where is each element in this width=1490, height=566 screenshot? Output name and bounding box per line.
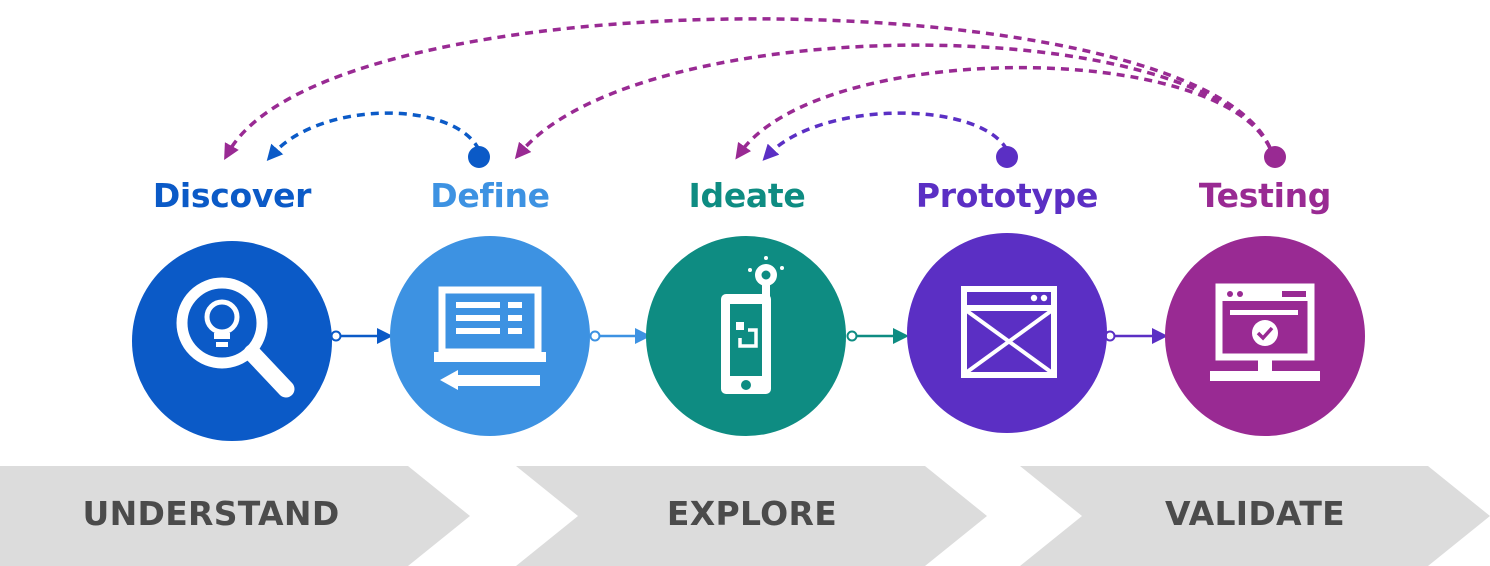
connector-discover-define bbox=[330, 328, 393, 344]
stage-title-ideate: Ideate bbox=[688, 176, 806, 215]
stage-circle-define bbox=[390, 236, 590, 436]
phase-label-explore: EXPLORE bbox=[666, 494, 838, 533]
phase-chevron-explore bbox=[516, 466, 987, 566]
stage-title-testing: Testing bbox=[1198, 176, 1332, 215]
feedback-arc-define-to-discover bbox=[266, 111, 481, 162]
feedback-arc-testing-to-ideate bbox=[735, 65, 1272, 160]
connector-prototype-testing bbox=[1104, 328, 1168, 344]
arc-origin-dot-prototype bbox=[996, 146, 1018, 168]
stage-circle-discover bbox=[132, 241, 332, 441]
arc-origin-dot-define bbox=[468, 146, 490, 168]
phase-label-understand: UNDERSTAND bbox=[82, 494, 340, 533]
arc-origin-dot-testing bbox=[1264, 146, 1286, 168]
stage-title-discover: Discover bbox=[152, 176, 312, 215]
laptop-document-icon bbox=[434, 286, 546, 390]
magnifier-lightbulb-icon bbox=[176, 277, 295, 398]
stage-title-prototype: Prototype bbox=[915, 176, 1099, 215]
feedback-arc-prototype-to-ideate bbox=[762, 111, 1009, 161]
phase-label-validate: VALIDATE bbox=[1165, 494, 1345, 533]
phase-chevron-understand bbox=[0, 466, 470, 566]
monitor-check-icon bbox=[1210, 283, 1320, 381]
connector-ideate-prototype bbox=[846, 328, 909, 344]
phone-idea-icon bbox=[721, 256, 784, 394]
wireframe-window-icon bbox=[961, 286, 1057, 378]
stage-circle-prototype bbox=[907, 233, 1107, 433]
phase-chevron-validate bbox=[1020, 466, 1490, 566]
connector-define-ideate bbox=[589, 328, 651, 344]
feedback-arc-testing-to-discover bbox=[224, 17, 1272, 160]
stage-circle-testing bbox=[1165, 236, 1365, 436]
stage-circle-ideate bbox=[646, 236, 846, 436]
stage-title-define: Define bbox=[430, 176, 550, 215]
feedback-arc-testing-to-define bbox=[514, 43, 1272, 160]
